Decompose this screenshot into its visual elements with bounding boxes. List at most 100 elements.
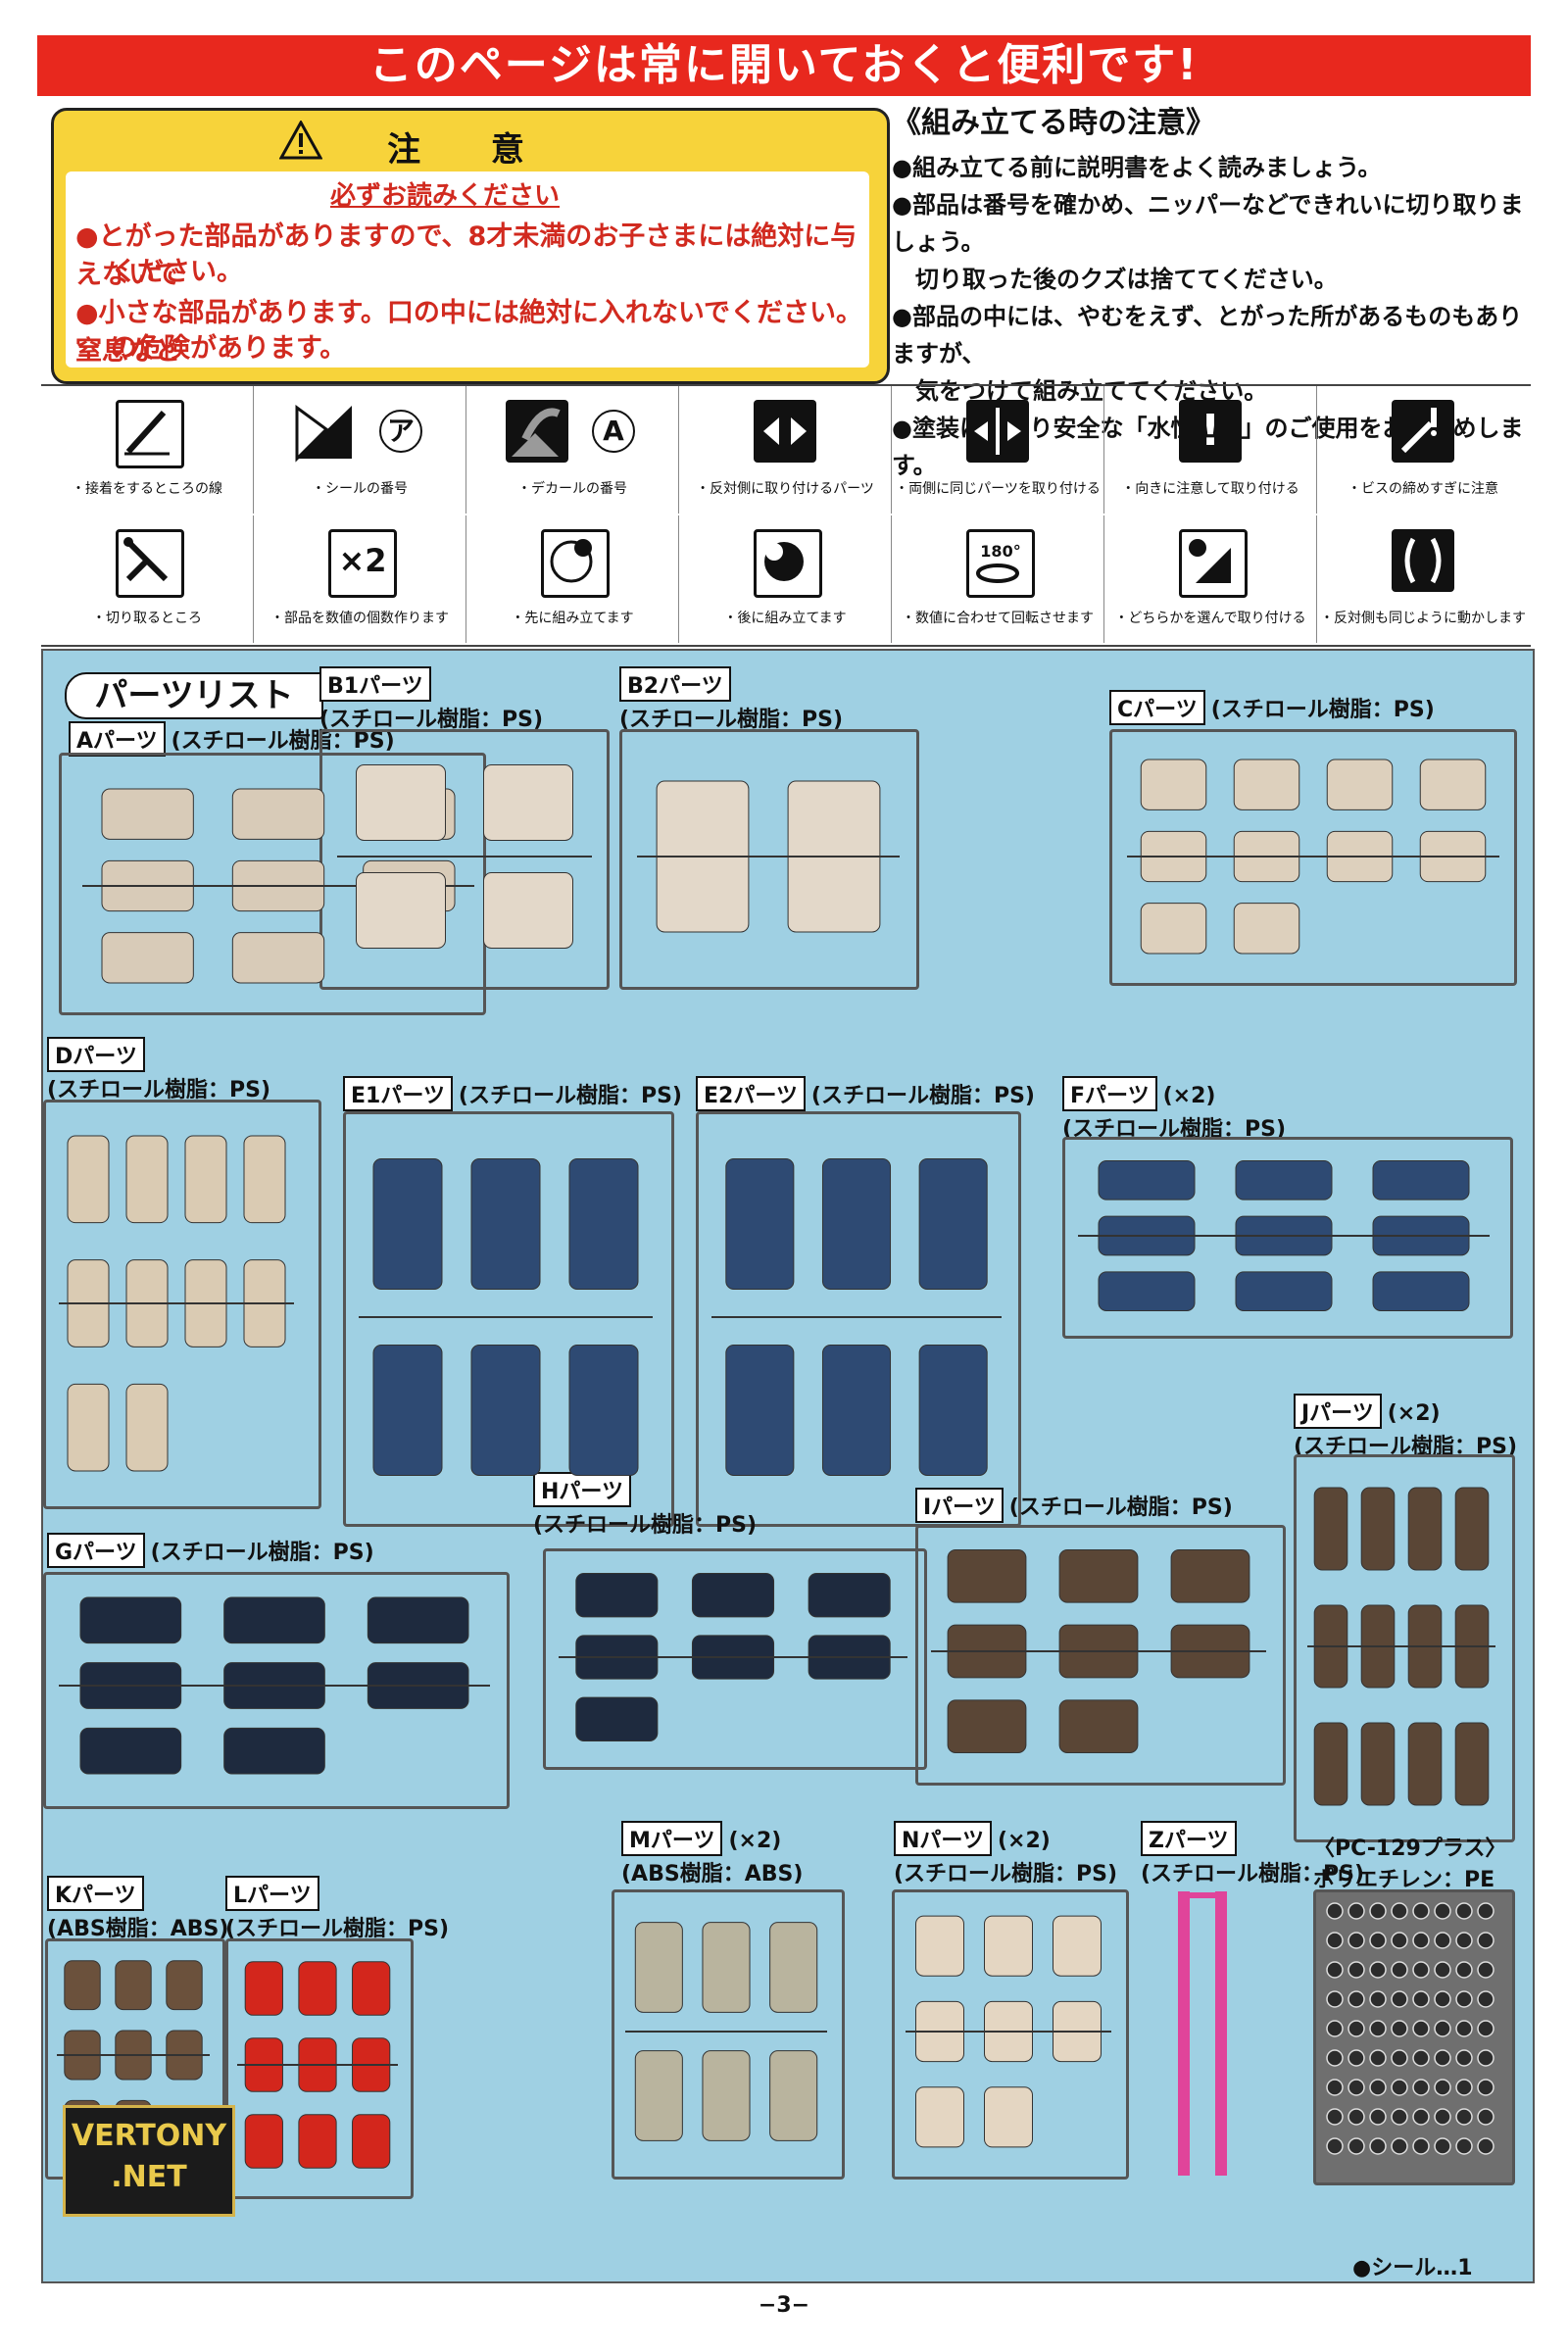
runner-material: (スチロール樹脂：PS) xyxy=(171,729,395,754)
polycap xyxy=(1348,2108,1365,2126)
runner-part xyxy=(568,1158,639,1290)
runner-tag: Kパーツ xyxy=(47,1876,144,1911)
polycap xyxy=(1455,1961,1473,1979)
sticker-glyph: ア xyxy=(379,410,422,453)
same-motion-icon xyxy=(1392,529,1454,592)
runner-label-g: Gパーツ(スチロール樹脂：PS) xyxy=(47,1533,374,1568)
polycap xyxy=(1412,1902,1430,1920)
polycap xyxy=(1326,2137,1344,2155)
polycap xyxy=(1434,1902,1451,1920)
runner-e2 xyxy=(696,1111,1021,1527)
assembly-note: 切り取った後のクズは捨ててください。 xyxy=(915,266,1338,293)
runner-label-b1: B1パーツ(スチロール樹脂：PS) xyxy=(319,666,543,733)
runner-label-a: Aパーツ(スチロール樹脂：PS) xyxy=(69,721,395,757)
runner-part xyxy=(1098,1160,1196,1200)
polycap xyxy=(1434,2020,1451,2037)
runner-label-m: Mパーツ(×2)(ABS樹脂：ABS) xyxy=(621,1821,803,1887)
caution-title-text: 注 意 xyxy=(387,130,554,170)
polycap xyxy=(1326,2020,1344,2037)
runner-part xyxy=(244,1961,283,2016)
runner-g xyxy=(43,1572,510,1809)
runner-tag: Fパーツ xyxy=(1062,1076,1157,1111)
screw-icon xyxy=(1392,400,1454,463)
rotate-glyph: 180° xyxy=(980,542,1021,561)
exclamation-glyph: ! xyxy=(1200,406,1221,456)
runner-part xyxy=(223,1727,325,1775)
brush-icon xyxy=(116,400,184,468)
runner-part xyxy=(575,1696,659,1741)
runner-part xyxy=(1407,1487,1443,1571)
runner-part xyxy=(634,1922,683,2013)
runner-material: ポリエチレン：PE xyxy=(1313,1868,1495,1892)
assembly-note: ●部品は番号を確かめ、ニッパーなどできれいに切り取りましょう。 xyxy=(892,191,1524,256)
polycap xyxy=(1477,1932,1494,1949)
caution-subtitle: 必ずお読みください xyxy=(330,181,561,211)
polycap xyxy=(1455,2108,1473,2126)
nipper-icon xyxy=(116,529,184,598)
runner-part xyxy=(356,764,446,841)
runner-tag: Zパーツ xyxy=(1141,1821,1237,1856)
runner-part xyxy=(725,1158,795,1290)
polycap xyxy=(1434,2049,1451,2067)
assembly-note: ●組み立てる前に説明書をよく読みましょう。 xyxy=(892,154,1382,181)
polycap xyxy=(1348,2020,1365,2037)
polycap xyxy=(1391,2020,1408,2037)
runner-part xyxy=(79,1727,182,1775)
polycap xyxy=(1348,2137,1365,2155)
runner-part xyxy=(1233,759,1300,810)
assembly-notes-title: 《組み立てる時の注意》 xyxy=(892,106,1215,140)
runner-part xyxy=(352,2114,391,2169)
runner-part xyxy=(1053,1915,1102,1977)
runner-label-z: Zパーツ(スチロール樹脂：PS) xyxy=(1141,1821,1364,1887)
runner-part xyxy=(769,1922,818,2013)
runner-tag: Cパーツ xyxy=(1109,690,1205,725)
parts-list-panel: パーツリスト Aパーツ(スチロール樹脂：PS) B1パーツ(スチロール樹脂：PS… xyxy=(41,649,1535,2283)
runner-part xyxy=(915,1915,964,1977)
polycap xyxy=(1412,2049,1430,2067)
polycap xyxy=(1477,2108,1494,2126)
runner-part xyxy=(984,2086,1033,2148)
runner-part xyxy=(1407,1722,1443,1806)
polycap xyxy=(1477,2137,1494,2155)
runner-material: (ABS樹脂：ABS) xyxy=(47,1917,229,1941)
polycap xyxy=(1477,1990,1494,2008)
polycap xyxy=(1326,2049,1344,2067)
polycap xyxy=(1455,2079,1473,2096)
decal-glyph: A xyxy=(592,410,635,453)
runner-part xyxy=(702,1922,751,2013)
polycap xyxy=(1412,1990,1430,2008)
runner-label-e1: E1パーツ(スチロール樹脂：PS) xyxy=(343,1076,682,1111)
polycap xyxy=(1412,2137,1430,2155)
legend-item: ・切り取るところ xyxy=(41,515,254,643)
legend-label: ・両側に同じパーツを取り付ける xyxy=(895,481,1101,497)
runner-label-c: Cパーツ(スチロール樹脂：PS) xyxy=(1109,690,1435,725)
runner-tag: B2パーツ xyxy=(619,666,731,702)
runner-label-b2: B2パーツ(スチロール樹脂：PS) xyxy=(619,666,843,733)
polycap xyxy=(1369,1990,1387,2008)
polycap xyxy=(1348,1961,1365,1979)
caution-line: ●とがった部品がありますので、8才未満のお子さまには絶対に与えないで xyxy=(75,221,858,290)
polycap xyxy=(1434,2137,1451,2155)
legend-item: ・先に組み立てます xyxy=(466,515,679,643)
runner-material: (スチロール樹脂：PS) xyxy=(533,1513,758,1538)
polycap xyxy=(1455,2137,1473,2155)
legend-item: ・後に組み立てます xyxy=(679,515,892,643)
runner-qty: (×2) xyxy=(1162,1084,1216,1108)
runner-i xyxy=(915,1525,1286,1786)
runner-part xyxy=(1235,1160,1333,1200)
legend-item: ! ・向きに注意して取り付ける xyxy=(1104,386,1317,514)
runner-tag: B1パーツ xyxy=(319,666,431,702)
polycap xyxy=(1369,2020,1387,2037)
runner-qty: (×2) xyxy=(728,1829,782,1853)
runner-tag: Nパーツ xyxy=(894,1821,992,1856)
runner-part xyxy=(1170,1549,1250,1603)
runner-tag: 〈PC-129プラス〉 xyxy=(1313,1837,1507,1861)
legend-item: ・接着をするところの線 xyxy=(41,386,254,514)
legend-item: 180° ・数値に合わせて回転させます xyxy=(892,515,1104,643)
runner-part xyxy=(356,872,446,949)
runner-part xyxy=(769,2050,818,2141)
runner-part xyxy=(1233,903,1300,955)
runner-material: (スチロール樹脂：PS) xyxy=(1008,1495,1233,1520)
runner-part xyxy=(483,764,573,841)
runner-tag: Dパーツ xyxy=(47,1037,145,1072)
